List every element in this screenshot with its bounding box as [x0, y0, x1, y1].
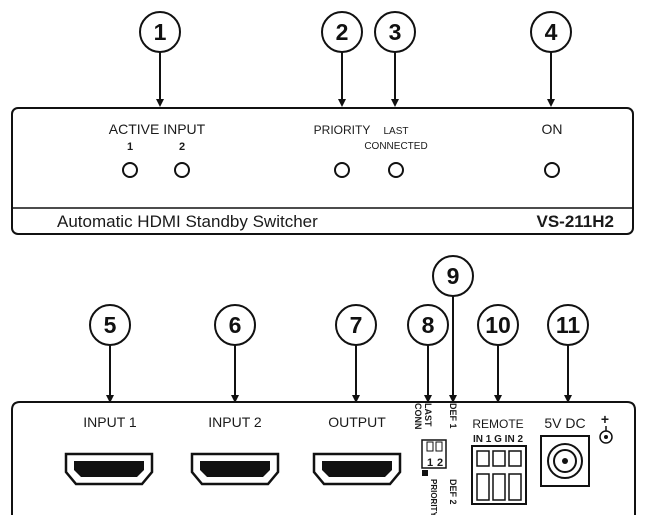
svg-text:10: 10: [485, 312, 511, 338]
callout-9: 9: [432, 255, 474, 403]
svg-text:11: 11: [556, 312, 581, 338]
active-input-1-label: 1: [127, 141, 133, 153]
model-name: VS-211H2: [537, 212, 615, 231]
dip-last-label: LAST: [423, 403, 433, 427]
dip-switch[interactable]: [421, 439, 447, 469]
callout-2: 2: [321, 11, 363, 107]
connected-label: CONNECTED: [364, 141, 427, 152]
front-panel: [11, 107, 634, 235]
svg-text:9: 9: [447, 263, 460, 289]
hdmi-output-port[interactable]: [312, 452, 402, 486]
active-input-1-led: [122, 162, 138, 178]
power-on-led: [544, 162, 560, 178]
active-input-2-led: [174, 162, 190, 178]
remote-label: REMOTE: [472, 417, 523, 431]
dip-switch-1-label: 1: [427, 457, 433, 469]
input-2-label: INPUT 2: [208, 414, 262, 430]
callout-1: 1: [139, 11, 181, 107]
callout-3: 3: [374, 11, 416, 107]
svg-text:8: 8: [422, 312, 435, 338]
last-label: LAST: [383, 126, 408, 137]
product-name: Automatic HDMI Standby Switcher: [57, 212, 318, 231]
svg-text:2: 2: [336, 19, 349, 45]
remote-terminal-block[interactable]: [471, 445, 527, 505]
callout-4: 4: [530, 11, 572, 107]
last-connected-led: [388, 162, 404, 178]
hdmi-input-2-port[interactable]: [190, 452, 280, 486]
dip-conn-label: CONN: [413, 403, 423, 430]
callout-6: 6: [214, 304, 256, 403]
svg-text:6: 6: [229, 312, 242, 338]
priority-led: [334, 162, 350, 178]
hdmi-input-1-port[interactable]: [64, 452, 154, 486]
dip-priority-label: PRIORITY: [429, 479, 438, 515]
active-input-label: ACTIVE INPUT: [109, 121, 206, 137]
polarity-plus-label: +: [601, 411, 609, 427]
svg-text:4: 4: [545, 19, 558, 45]
svg-text:1: 1: [154, 19, 167, 45]
on-label: ON: [542, 121, 563, 137]
callout-8: 8: [407, 304, 449, 403]
power-jack[interactable]: [540, 435, 590, 487]
callout-10: 10: [477, 304, 519, 403]
polarity-icon: [599, 426, 613, 444]
svg-text:7: 7: [350, 312, 363, 338]
power-label: 5V DC: [544, 415, 585, 431]
callout-5: 5: [89, 304, 131, 403]
callout-11: 11: [547, 304, 589, 403]
callout-7: 7: [335, 304, 377, 403]
output-label: OUTPUT: [328, 414, 386, 430]
dip-switch-marker: [422, 470, 428, 476]
dip-def1-label: DEF 1: [448, 403, 458, 429]
priority-label: PRIORITY: [314, 123, 371, 137]
dip-switch-2-label: 2: [437, 457, 443, 469]
active-input-2-label: 2: [179, 141, 185, 153]
svg-text:3: 3: [389, 19, 402, 45]
remote-pins-label: IN 1 G IN 2: [473, 434, 523, 445]
input-1-label: INPUT 1: [83, 414, 137, 430]
dip-def2-label: DEF 2: [448, 479, 458, 505]
svg-text:5: 5: [104, 312, 117, 338]
